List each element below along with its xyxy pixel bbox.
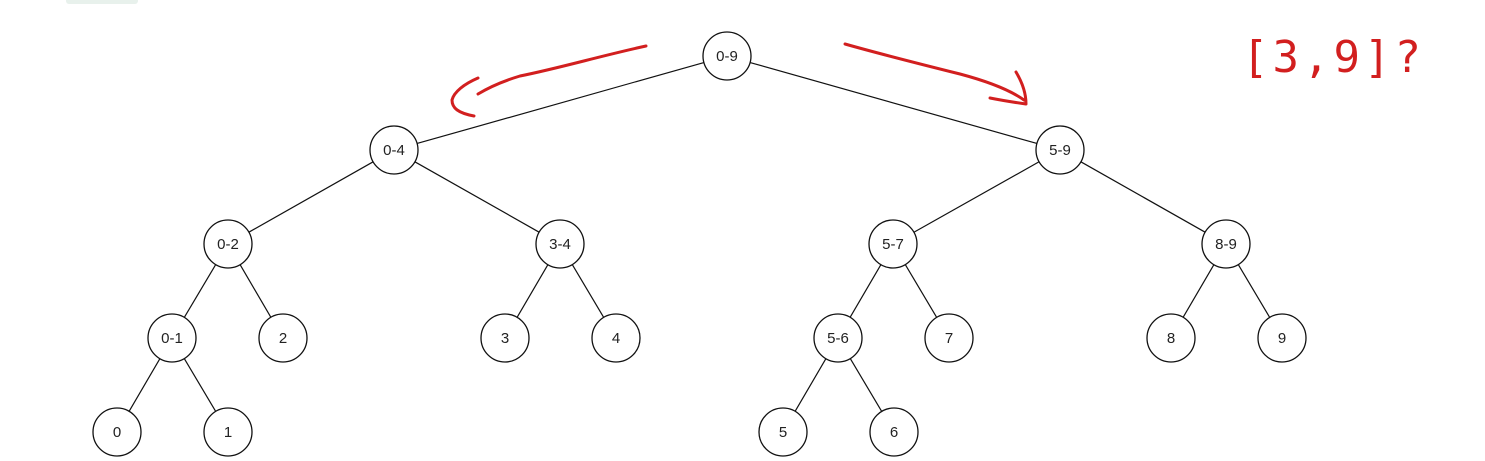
- left-arrow-stroke: [476, 44, 648, 96]
- tree-edges: [128, 61, 1271, 412]
- tree-node: 5-6: [813, 313, 863, 363]
- tree-node-circle: [702, 31, 752, 81]
- tree-node-circle: [813, 313, 863, 363]
- tree-node-label: 0-4: [383, 142, 405, 159]
- tab-stub: [66, 0, 138, 4]
- tree-node-circle: [869, 407, 919, 457]
- tree-node-label: 9: [1278, 330, 1286, 347]
- tree-node: 2: [258, 313, 308, 363]
- tree-edge: [239, 264, 272, 318]
- tree-node-label: 7: [945, 330, 953, 347]
- tree-node-label: 8-9: [1215, 236, 1237, 253]
- tree-edge: [128, 358, 161, 412]
- tree-node-label: 5-7: [882, 236, 904, 253]
- tree-node-label: 0: [113, 424, 121, 441]
- tree-node: 7: [924, 313, 974, 363]
- tree-node-circle: [1257, 313, 1307, 363]
- tree-edge: [849, 358, 883, 412]
- tree-node: 0-4: [369, 125, 419, 175]
- tree-node: 3-4: [535, 219, 585, 269]
- tree-nodes: 0-9 0-4 5-9 0-2 3-4 5-7 8-9 0-1 2 3 4 5-6 7 8 9 0 1 5 6: [92, 31, 1307, 457]
- right-arrow-stroke: [843, 42, 1026, 102]
- tree-node: 9: [1257, 313, 1307, 363]
- tree-node-label: 2: [279, 330, 287, 347]
- tree-node-circle: [203, 219, 253, 269]
- tree-node-circle: [147, 313, 197, 363]
- tree-edge: [1182, 264, 1215, 318]
- tree-node-label: 3-4: [549, 236, 571, 253]
- handwritten-annotation: [3,9]?: [450, 32, 1425, 118]
- tree-node-label: 0-9: [716, 48, 738, 65]
- tree-node: 4: [591, 313, 641, 363]
- tree-edge: [794, 358, 827, 412]
- tree-node: 0-1: [147, 313, 197, 363]
- tree-edge: [849, 264, 882, 318]
- tree-edge: [183, 358, 217, 412]
- left-arrowhead: [450, 76, 480, 118]
- tree-edge: [1237, 264, 1271, 318]
- tree-node-circle: [480, 313, 530, 363]
- tree-edge: [248, 161, 374, 233]
- tree-edge: [571, 264, 605, 318]
- tree-edge: [416, 61, 705, 145]
- tree-node: 6: [869, 407, 919, 457]
- tree-node-circle: [591, 313, 641, 363]
- tree-node-label: 3: [501, 330, 509, 347]
- tree-node-circle: [369, 125, 419, 175]
- tree-node-circle: [258, 313, 308, 363]
- tree-node-label: 5-6: [827, 330, 849, 347]
- tree-node-label: 1: [224, 424, 232, 441]
- tree-edge: [749, 61, 1038, 145]
- query-range-text: [3,9]?: [1242, 32, 1425, 83]
- tree-node: 8: [1146, 313, 1196, 363]
- tree-node: 5-9: [1035, 125, 1085, 175]
- tree-node: 5-7: [868, 219, 918, 269]
- tree-node-circle: [758, 407, 808, 457]
- tree-edge: [904, 264, 938, 318]
- tree-node: 5: [758, 407, 808, 457]
- tree-node-label: 0-2: [217, 236, 239, 253]
- tree-edge: [516, 264, 549, 318]
- tree-node: 0: [92, 407, 142, 457]
- tree-node-circle: [1146, 313, 1196, 363]
- tree-edge: [414, 161, 540, 233]
- tree-node-circle: [1201, 219, 1251, 269]
- tree-node-circle: [203, 407, 253, 457]
- tree-node-circle: [535, 219, 585, 269]
- tree-node: 0-9: [702, 31, 752, 81]
- tree-node: 3: [480, 313, 530, 363]
- tree-node-circle: [1035, 125, 1085, 175]
- tree-node: 8-9: [1201, 219, 1251, 269]
- right-arrowhead: [988, 70, 1028, 106]
- tree-node-label: 5-9: [1049, 142, 1071, 159]
- tree-node-label: 5: [779, 424, 787, 441]
- tree-node-label: 6: [890, 424, 898, 441]
- tree-node: 0-2: [203, 219, 253, 269]
- tree-node-label: 4: [612, 330, 620, 347]
- tree-node-label: 8: [1167, 330, 1175, 347]
- tree-node: 1: [203, 407, 253, 457]
- tree-node-circle: [924, 313, 974, 363]
- tree-edge: [183, 264, 217, 318]
- tree-edge: [1080, 161, 1206, 233]
- tree-node-label: 0-1: [161, 330, 183, 347]
- tree-node-circle: [92, 407, 142, 457]
- tree-edge: [913, 161, 1040, 233]
- tree-node-circle: [868, 219, 918, 269]
